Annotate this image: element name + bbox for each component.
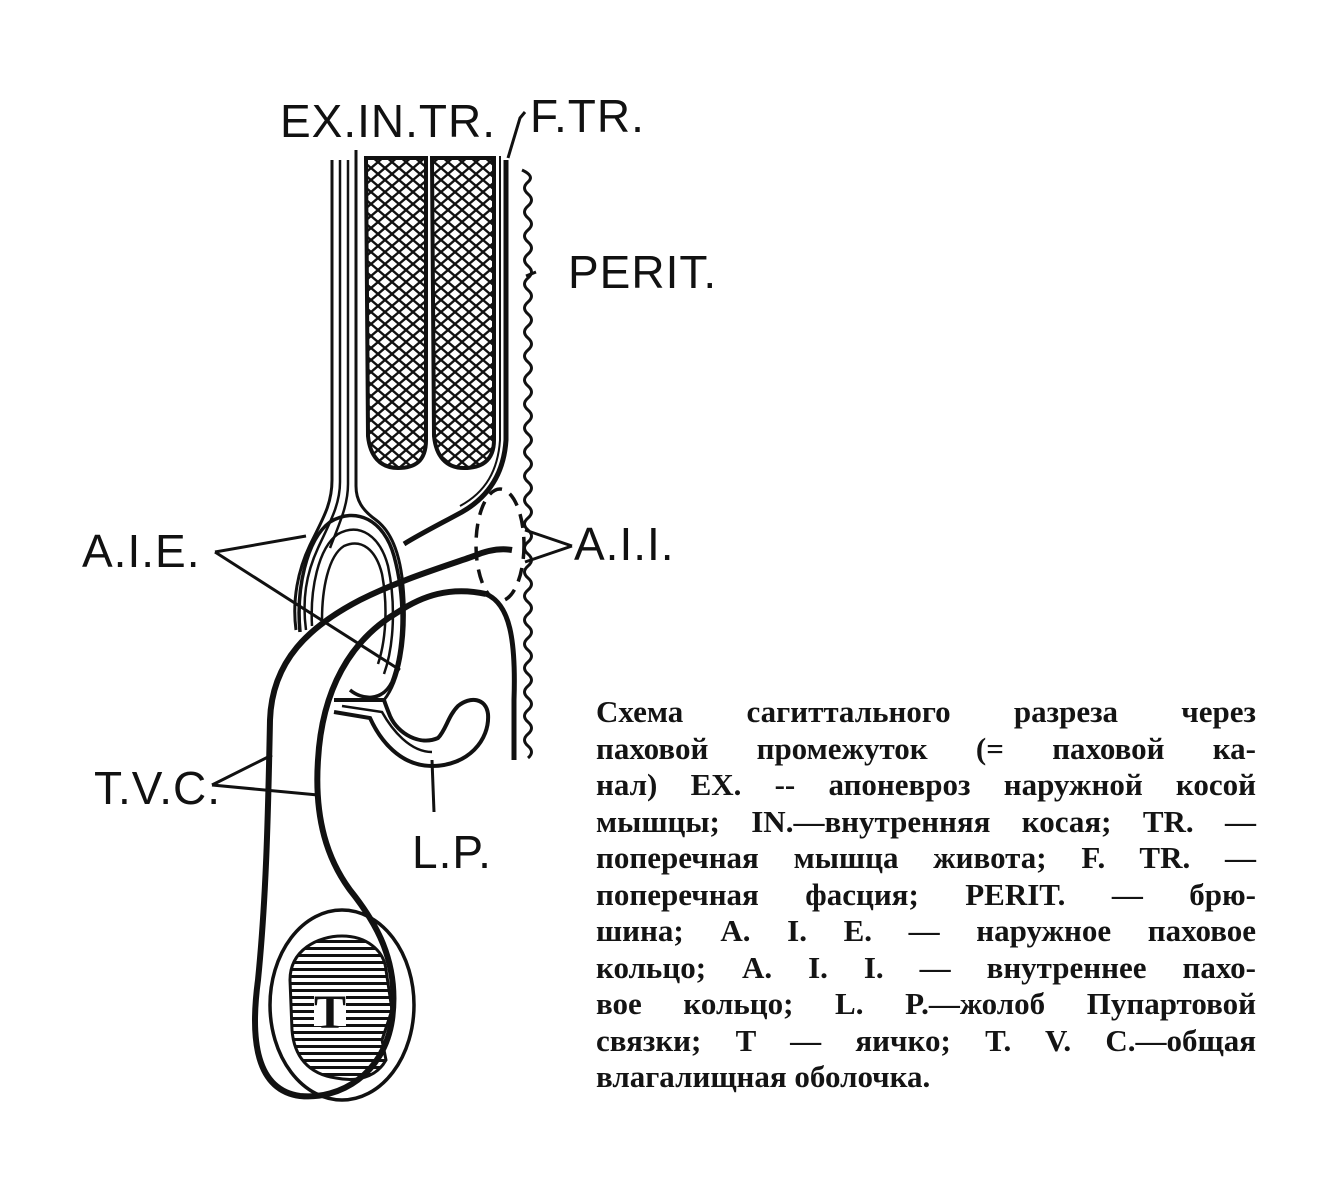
- leader-lines: [211, 111, 573, 813]
- label-aii: A.I.I.: [574, 518, 675, 570]
- poupart-ligament-groove: [333, 697, 491, 769]
- caption-line: поперечная фасция; PERIT. — брю-: [596, 876, 1256, 912]
- transverse-muscle: [429, 156, 496, 471]
- tunica-vaginalis-communis: [251, 546, 517, 1100]
- label-ex-in-tr: EX.IN.TR.: [280, 95, 496, 147]
- caption-line: кольцо; А. I. I. — внутреннее пахо-: [596, 949, 1256, 985]
- peritoneum: [521, 168, 533, 760]
- label-f-tr: F.TR.: [530, 90, 645, 142]
- testis-label: T: [314, 986, 346, 1039]
- testis: T: [268, 908, 416, 1102]
- caption-line: шина; А. I. Е. — наружное паховое: [596, 913, 1256, 948]
- label-perit: PERIT.: [568, 246, 717, 298]
- transverse-fascia: [402, 156, 509, 547]
- caption-line: нал) EX. -- апоневроз наружной косой: [596, 767, 1256, 802]
- caption-line: связки; T — яичко; T. V. C.—общая: [596, 1022, 1256, 1058]
- internal-oblique-muscle: [363, 156, 428, 471]
- caption-line: влагалищная оболочка.: [596, 1059, 931, 1094]
- label-tvc: T.V.C.: [94, 762, 221, 814]
- caption-line: вое кольцо; L. P.—жолоб Пупартовой: [596, 986, 1256, 1021]
- caption-line: мышцы; IN.—внутренняя косая; TR. —: [596, 803, 1256, 839]
- caption-line: Схема сагиттального разреза через: [596, 694, 1256, 729]
- caption-line: паховой промежуток (= паховой ка-: [596, 730, 1256, 766]
- external-inguinal-ring: [297, 513, 404, 699]
- label-lp: L.P.: [412, 826, 492, 878]
- figure-caption: Схема сагиттального разреза через пахово…: [596, 694, 1256, 1096]
- internal-inguinal-ring: [474, 487, 526, 603]
- caption-line: поперечная мышца живота; F. TR. —: [596, 840, 1256, 875]
- label-aie: A.I.E.: [82, 525, 200, 577]
